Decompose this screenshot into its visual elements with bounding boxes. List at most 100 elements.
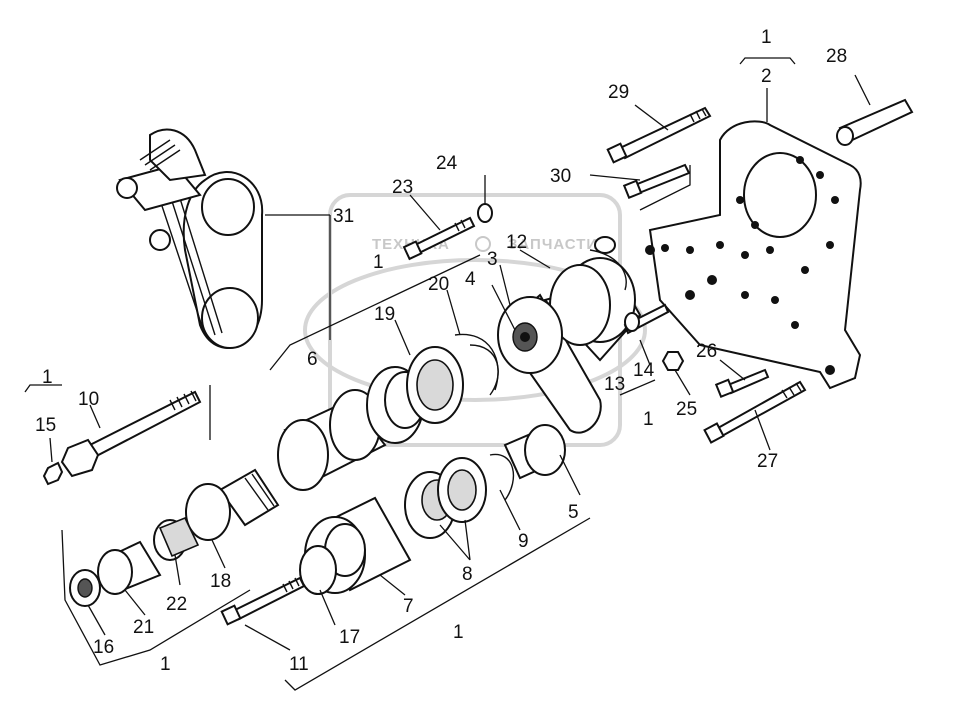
bolt-27-thread bbox=[781, 382, 802, 399]
bolt-29-shank bbox=[618, 106, 712, 160]
circlip-9 bbox=[489, 453, 515, 501]
plate-hole bbox=[736, 196, 744, 204]
callout-27: 27 bbox=[757, 451, 778, 472]
callout-5: 5 bbox=[568, 502, 579, 523]
leader-16 bbox=[87, 604, 106, 636]
leader-7 bbox=[379, 574, 406, 596]
ring-16-inner bbox=[77, 578, 93, 598]
leader-8 bbox=[439, 519, 471, 561]
bracket-1-bottomleft bbox=[61, 529, 251, 666]
callout-15: 15 bbox=[35, 415, 56, 436]
bracket-1-bottom bbox=[284, 517, 591, 691]
bolt-13-14 bbox=[623, 303, 670, 335]
plate-hole bbox=[741, 251, 749, 259]
callout-13: 13 bbox=[604, 374, 625, 395]
callout-1-bottomleft: 1 bbox=[160, 654, 171, 675]
callout-1-bottom: 1 bbox=[453, 622, 464, 643]
bolt-26 bbox=[714, 368, 770, 399]
leader-4 bbox=[491, 284, 516, 331]
upper-pulley bbox=[201, 178, 255, 236]
spring-12 bbox=[589, 249, 627, 291]
circlip-20-b bbox=[469, 344, 499, 396]
washer-17 bbox=[299, 545, 337, 595]
adapter-18-thread bbox=[244, 473, 275, 511]
bushing-22-body bbox=[158, 516, 200, 558]
bolt-23-thread bbox=[454, 219, 466, 232]
sleeve-21-end bbox=[97, 549, 133, 595]
plate-hole bbox=[771, 296, 779, 304]
leader-11 bbox=[244, 624, 291, 651]
plate-hole bbox=[791, 321, 799, 329]
callout-9: 9 bbox=[518, 531, 529, 552]
callout-1-right: 1 bbox=[643, 409, 654, 430]
callout-22: 22 bbox=[166, 594, 187, 615]
leader-14 bbox=[639, 339, 651, 366]
callout-25: 25 bbox=[676, 399, 697, 420]
bracket-1-top bbox=[739, 57, 796, 65]
plate-hole bbox=[685, 290, 695, 300]
bushing-22 bbox=[153, 516, 200, 561]
leader-17 bbox=[319, 589, 336, 626]
leader-18 bbox=[211, 539, 226, 569]
bolt-26-head bbox=[714, 378, 735, 399]
bracket-1-left bbox=[24, 384, 62, 393]
leader-26 bbox=[719, 359, 746, 381]
bracket-1-right bbox=[619, 379, 656, 396]
bolt-30-head bbox=[622, 179, 643, 200]
bearing-8-b-race bbox=[447, 469, 477, 511]
leader-12 bbox=[519, 249, 551, 269]
callout-24: 24 bbox=[436, 153, 458, 174]
bolt-27 bbox=[703, 380, 807, 444]
leader-21 bbox=[124, 589, 146, 616]
callout-30: 30 bbox=[550, 166, 571, 187]
adapter-18-hex bbox=[185, 483, 231, 541]
bracket-1-mid bbox=[269, 254, 481, 371]
bolt-23 bbox=[402, 216, 476, 261]
leader-5 bbox=[559, 454, 581, 496]
callout-31: 31 bbox=[333, 206, 354, 227]
leader-30 bbox=[589, 174, 641, 181]
callout-1-top: 1 bbox=[761, 27, 772, 48]
grease-fitting-15 bbox=[42, 461, 64, 486]
callout-28: 28 bbox=[826, 46, 847, 67]
plate-hole bbox=[766, 246, 774, 254]
plate-hole bbox=[741, 291, 749, 299]
washer-13 bbox=[624, 312, 640, 332]
tensioner-head bbox=[149, 128, 207, 182]
callout-23: 23 bbox=[392, 177, 413, 198]
mounting-plate-2 bbox=[645, 120, 862, 390]
plate-hole bbox=[826, 241, 834, 249]
bearing-8 bbox=[404, 457, 487, 539]
callout-26: 26 bbox=[696, 341, 717, 362]
leader-15 bbox=[49, 437, 53, 463]
callout-3: 3 bbox=[487, 249, 498, 270]
callouts: 1 2 28 29 30 24 23 31 12 3 1 4 20 19 6 2… bbox=[35, 27, 847, 675]
plate-hole bbox=[686, 246, 694, 254]
callout-6: 6 bbox=[307, 349, 318, 370]
pin-28 bbox=[836, 98, 914, 146]
callout-16: 16 bbox=[93, 637, 114, 658]
shaft-collar bbox=[524, 424, 566, 476]
callout-17: 17 bbox=[339, 627, 360, 648]
tensioner-eye bbox=[116, 177, 138, 199]
plate-hole bbox=[707, 275, 717, 285]
plate-bore bbox=[743, 152, 817, 238]
callout-1-mid: 1 bbox=[373, 252, 384, 273]
bolt-11-shank bbox=[233, 576, 306, 621]
bolt-11 bbox=[220, 576, 306, 626]
leader-19 bbox=[394, 319, 411, 356]
bearing-19 bbox=[366, 346, 464, 444]
plate-hole bbox=[716, 241, 724, 249]
callout-8: 8 bbox=[462, 564, 473, 585]
bolt-30-shank bbox=[633, 163, 691, 195]
leader-23 bbox=[409, 194, 441, 231]
callout-21: 21 bbox=[133, 617, 154, 638]
bolt-29 bbox=[606, 106, 712, 164]
bolt-26-shank bbox=[726, 368, 770, 395]
callout-2: 2 bbox=[761, 66, 772, 87]
bolt-10-head bbox=[60, 438, 100, 478]
leader-20 bbox=[446, 289, 461, 336]
pin-end bbox=[836, 126, 854, 146]
leader-lines bbox=[24, 57, 871, 691]
